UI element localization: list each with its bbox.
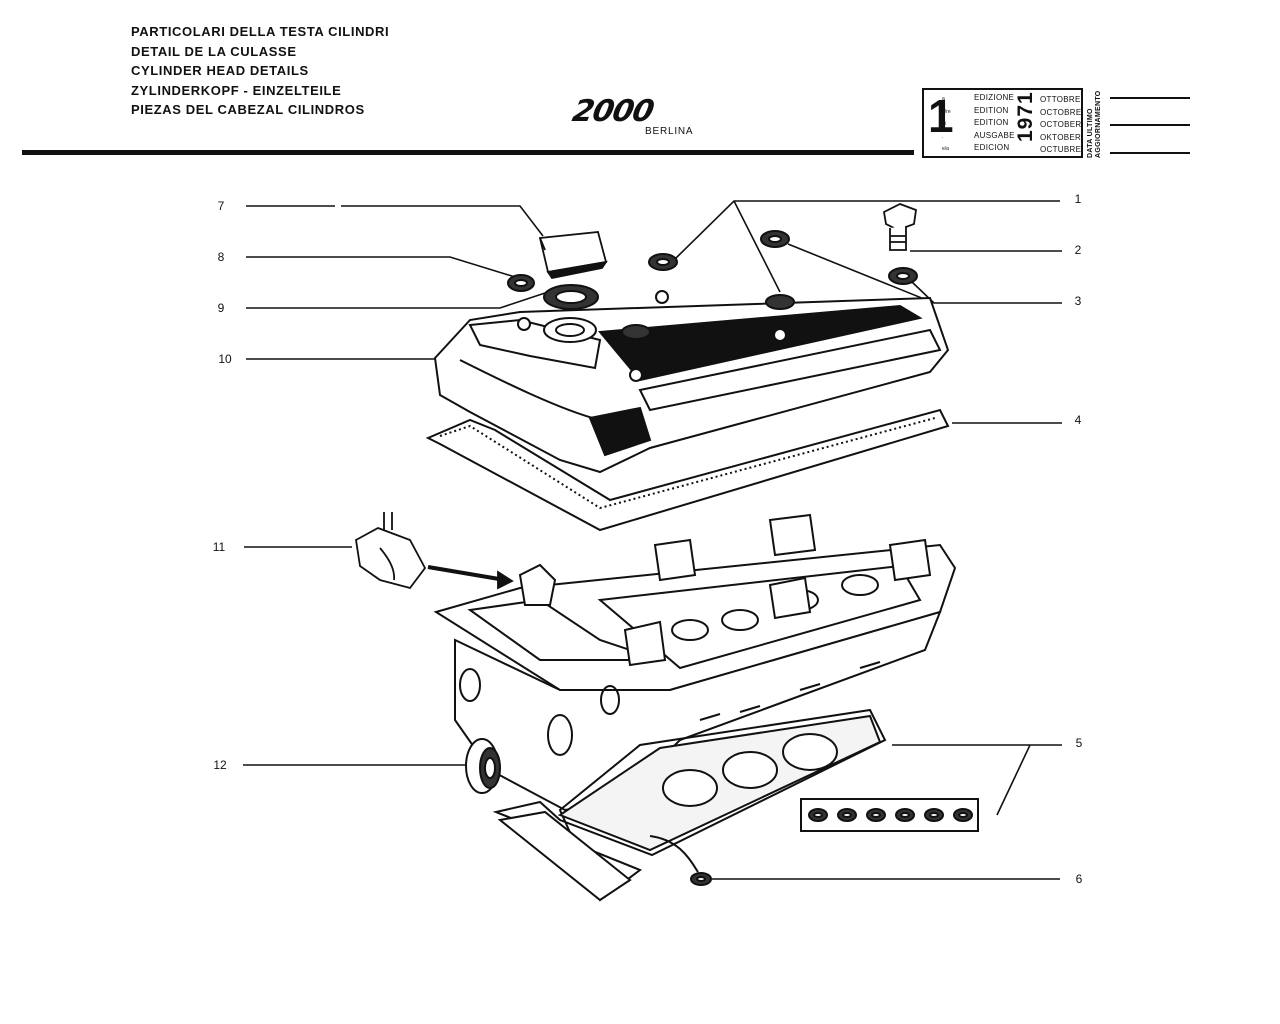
title-spanish: PIEZAS DEL CABEZAL CILINDROS [131, 102, 365, 118]
callout-11: 11 [212, 540, 226, 554]
update-line [1110, 152, 1190, 154]
callout-1: 1 [1074, 192, 1082, 206]
callout-3: 3 [1074, 294, 1082, 308]
edition-abbrev: . [942, 133, 944, 140]
edition-word: EDITION [974, 105, 1009, 115]
edition-month: OCTOBER [1040, 120, 1082, 130]
oil-filler-cap [538, 231, 608, 280]
edition-row: st EDITION [942, 117, 1016, 130]
edition-word: EDIZIONE [974, 93, 1015, 102]
callout-8: 8 [217, 250, 225, 264]
edition-word: EDICION [974, 143, 1010, 153]
edition-months: OTTOBRE OCTOBRE OCTOBER OKTOBER OCTUBRE [1040, 94, 1082, 157]
callout-10: 10 [218, 352, 232, 366]
model-badge: 2000 BERLINA [569, 94, 703, 137]
header-rule [22, 150, 914, 155]
edition-row: e/re EDITION [942, 105, 1016, 118]
edition-month: OKTOBER [1040, 132, 1082, 142]
title-block: PARTICOLARI DELLA TESTA CILINDRI DETAIL … [131, 22, 389, 120]
update-line [1110, 124, 1190, 126]
title-english: CYLINDER HEAD DETAILS [131, 63, 309, 79]
edition-month: OCTOBRE [1040, 107, 1082, 117]
cover-gasket [425, 408, 950, 532]
edition-month: OTTOBRE [1040, 95, 1081, 104]
callout-7: 7 [217, 199, 225, 213]
edition-number: 1 [928, 90, 954, 142]
head-gasket [492, 708, 979, 902]
cover-bolt [883, 203, 917, 251]
edition-row: . AUSGABE [942, 130, 1016, 143]
title-french: DETAIL DE LA CULASSE [131, 43, 297, 59]
edition-abbrev: e/re [942, 108, 951, 115]
cylinder-head-plug [465, 738, 501, 794]
update-line [1110, 97, 1190, 99]
callout-2: 2 [1074, 243, 1082, 257]
callout-4: 4 [1074, 413, 1082, 427]
callout-5: 5 [1075, 736, 1083, 750]
cylinder-head [433, 513, 957, 812]
edition-word: AUSGABE [974, 130, 1015, 140]
callout-12: 12 [213, 758, 227, 772]
edition-abbrev: a [942, 96, 945, 102]
title-german: ZYLINDERKOPF - EINZELTEILE [131, 82, 342, 98]
cylinder-head-cover [433, 290, 950, 474]
leader-1 [675, 200, 1060, 293]
washers [507, 230, 918, 310]
edition-row: a EDIZIONE [942, 92, 1016, 105]
leader-7 [246, 205, 544, 237]
leader-3 [787, 243, 1062, 304]
edition-abbrev: e/a [942, 146, 949, 153]
callout-6: 6 [1075, 872, 1083, 886]
edition-abbrev: st [942, 121, 946, 128]
model-subtitle: BERLINA [645, 126, 694, 137]
leader-8 [246, 256, 516, 278]
edition-word: EDITION [974, 118, 1009, 128]
edition-row: e/a EDICION [942, 142, 1016, 155]
title-italian: PARTICOLARI DELLA TESTA CILINDRI [131, 24, 390, 39]
leader-5 [892, 744, 1062, 816]
edition-month: OCTUBRE [1040, 145, 1082, 155]
callout-9: 9 [217, 301, 225, 315]
leader-9 [246, 292, 546, 309]
camshaft-bearing-cap [355, 512, 514, 590]
